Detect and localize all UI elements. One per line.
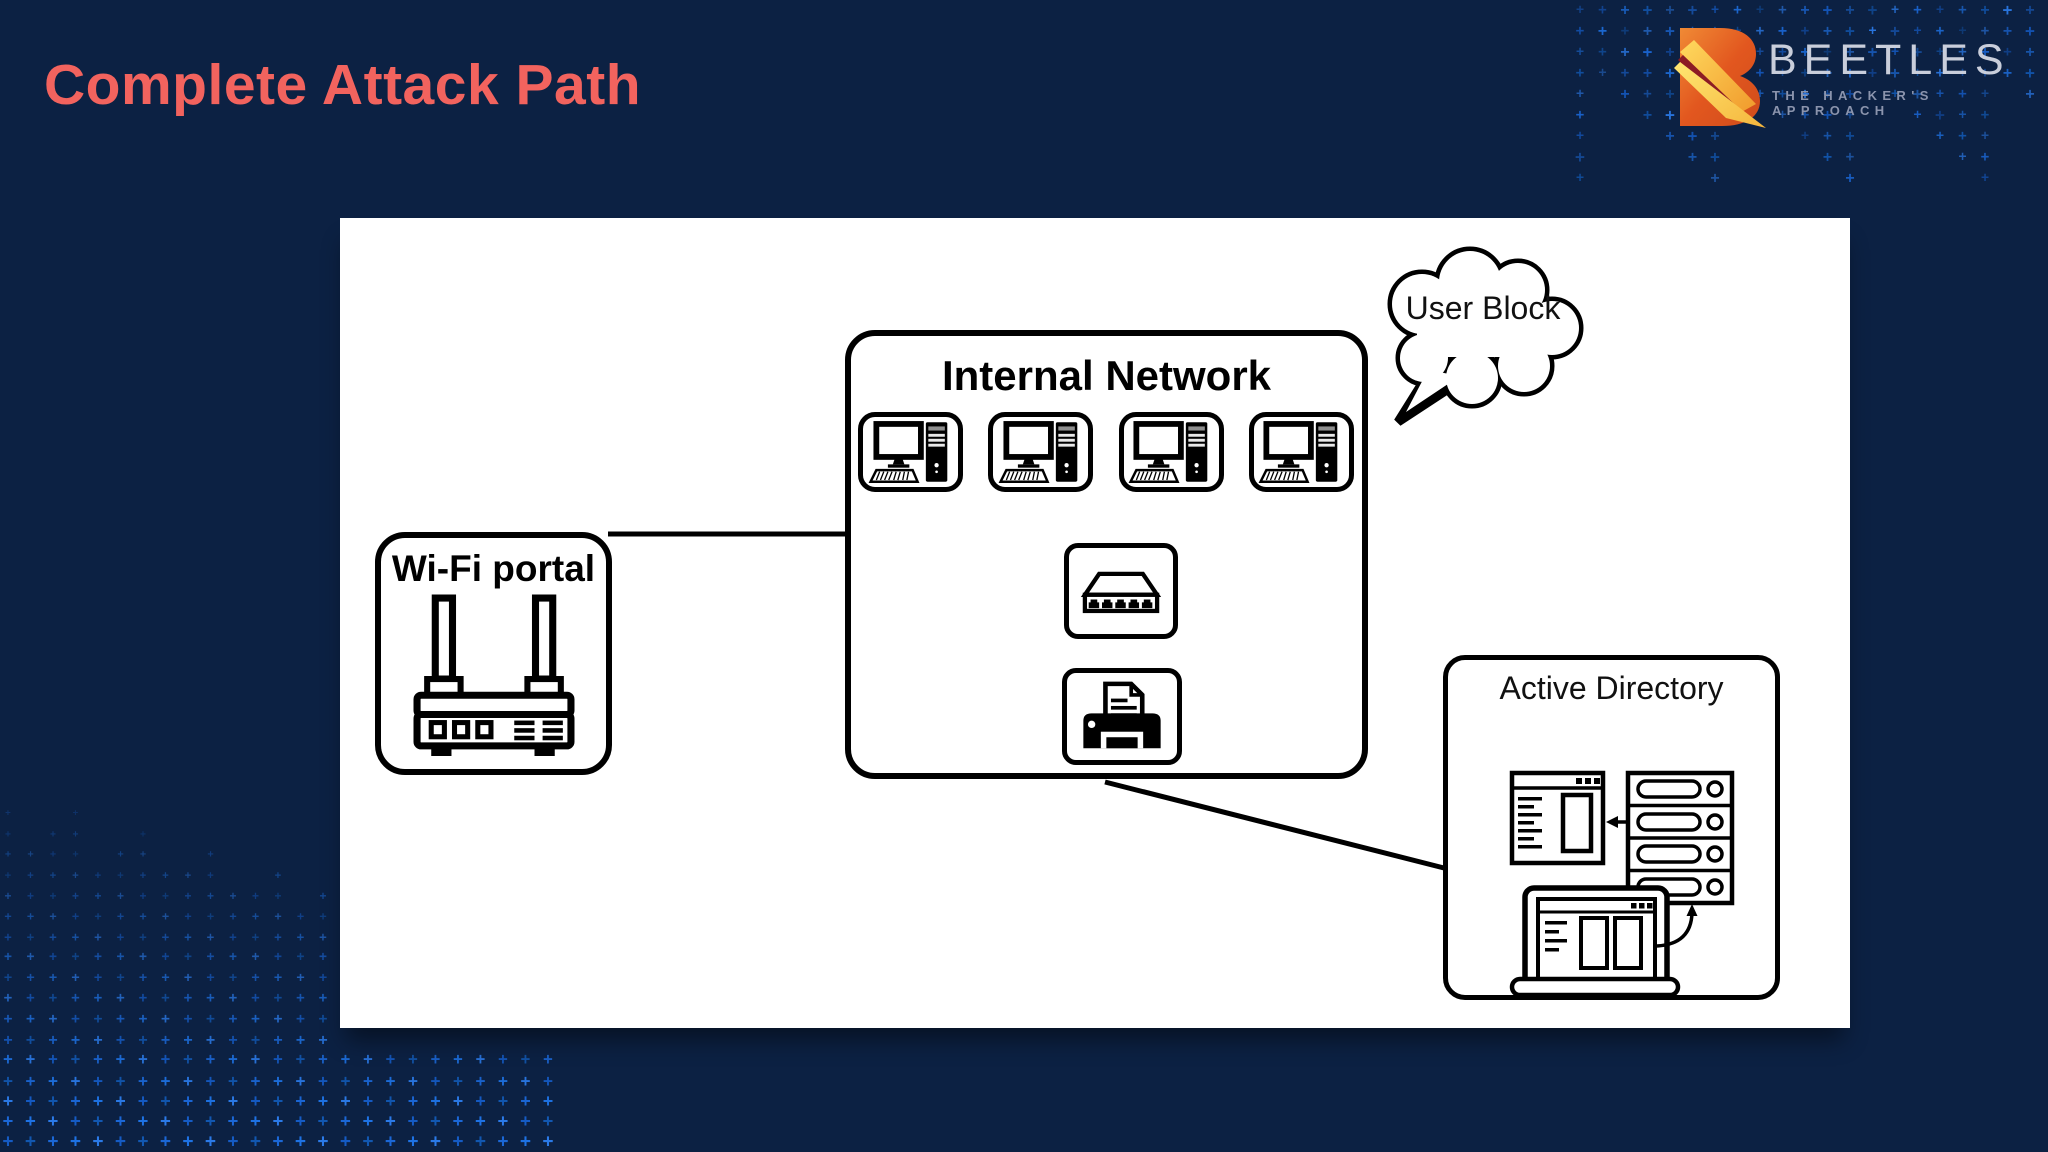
computer-icon	[1258, 421, 1338, 483]
arrow-server-to-window	[1606, 816, 1628, 828]
brand-name: BEETLES	[1768, 36, 2011, 84]
thought-cloud-icon	[1387, 246, 1584, 426]
computer-icon	[998, 421, 1078, 483]
internal-network-label: Internal Network	[941, 352, 1272, 399]
brand-tagline: THE HACKER'S APPROACH	[1772, 88, 1934, 118]
arrow-laptop-to-server	[1656, 904, 1698, 948]
wifi-portal-label: Wi-Fi portal	[391, 548, 596, 589]
active-directory-box: Active Directory	[1443, 655, 1780, 1000]
switch-box	[1064, 543, 1178, 639]
internal-network-box: Internal Network	[845, 330, 1368, 779]
computer-icon	[1128, 421, 1208, 483]
connector-network-to-ad	[1104, 779, 1445, 871]
network-switch-icon	[1080, 571, 1162, 614]
printer-box	[1062, 668, 1182, 765]
diagram-panel: Wi-Fi portal	[340, 218, 1850, 1028]
wifi-portal-box: Wi-Fi portal	[375, 532, 612, 775]
workstation-box	[1248, 412, 1354, 492]
beetles-b-icon	[1674, 28, 1766, 128]
workstation-box	[858, 412, 963, 492]
laptop-icon	[1509, 885, 1681, 995]
workstation-box	[988, 412, 1094, 492]
user-block-cloud: User Block	[1372, 242, 1594, 428]
slide-title: Complete Attack Path	[44, 53, 642, 117]
printer-icon	[1083, 681, 1161, 748]
workstation-box	[1118, 412, 1224, 492]
router-icon	[413, 594, 574, 756]
window-icon	[1509, 770, 1606, 866]
server-rack-icon	[1625, 770, 1735, 906]
active-directory-icons	[1509, 770, 1735, 995]
beetles-logo: BEETLES THE HACKER'S APPROACH	[1660, 18, 2030, 138]
user-block-label: User Block	[1405, 290, 1561, 326]
active-directory-label: Active Directory	[1499, 670, 1724, 706]
computer-icon	[868, 421, 947, 483]
